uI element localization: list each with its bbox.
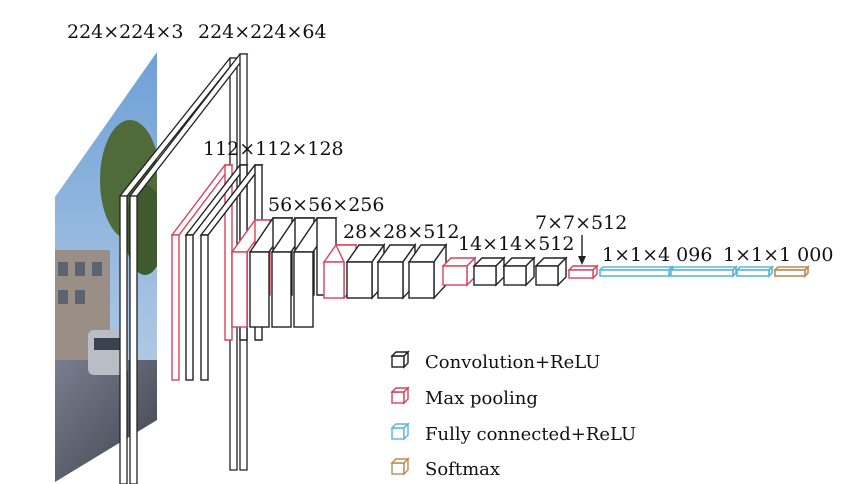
conv4-block <box>322 242 448 300</box>
pool5-block <box>567 264 599 280</box>
pool5-arrow <box>578 235 586 265</box>
conv2-block <box>170 164 264 381</box>
legend: Convolution+ReLU Max pooling Fully conne… <box>390 350 636 480</box>
input-dim-label: 224×224×3 <box>67 21 183 43</box>
conv4-dim-label: 28×28×512 <box>343 221 459 243</box>
input-image <box>55 52 157 482</box>
conv1-dim-label: 224×224×64 <box>198 21 327 43</box>
conv2-dim-label: 112×112×128 <box>203 138 344 160</box>
fc-dim-label: 1×1×4 096 <box>602 244 712 266</box>
conv1-slab-2-front <box>129 195 138 484</box>
fc-layers <box>598 265 774 278</box>
legend-label-softmax: Softmax <box>425 459 500 480</box>
fully-connected-cube-icon <box>390 422 410 441</box>
legend-label-fc: Fully connected+ReLU <box>425 424 636 445</box>
convolution-cube-icon <box>390 350 410 369</box>
conv5-dim-label: 14×14×512 <box>458 233 574 255</box>
softmax-cube-icon <box>390 457 410 476</box>
pool5-dim-label: 7×7×512 <box>535 212 627 234</box>
softmax-dim-label: 1×1×1 000 <box>723 244 833 266</box>
pool1-slab <box>170 164 234 236</box>
legend-label-conv: Convolution+ReLU <box>425 352 600 373</box>
softmax-layer <box>773 265 810 278</box>
conv1-slab-1-front <box>119 195 128 484</box>
conv1-block <box>118 53 249 484</box>
conv5-block <box>441 256 568 287</box>
legend-label-pool: Max pooling <box>425 388 538 409</box>
max-pooling-cube-icon <box>390 386 410 405</box>
conv3-dim-label: 56×56×256 <box>268 194 384 216</box>
conv3-block <box>230 217 338 328</box>
